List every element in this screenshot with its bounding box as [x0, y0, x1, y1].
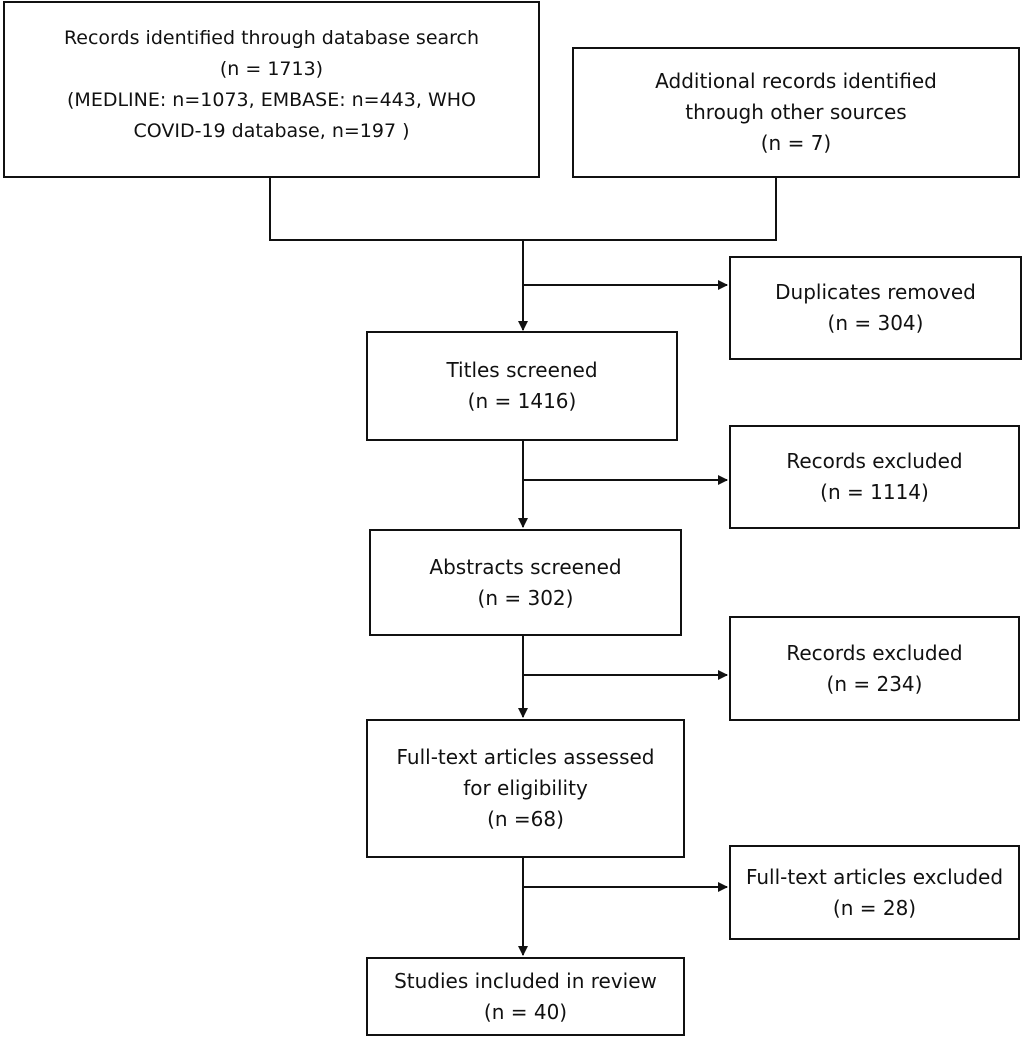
records-excluded-1-count: (n = 1114): [820, 480, 929, 504]
abstracts-screened-title: Abstracts screened: [429, 554, 622, 579]
titles-screened-title: Titles screened: [446, 358, 598, 382]
fulltext-excluded-count: (n = 28): [832, 895, 917, 920]
records-identified-breakdown-2: COVID-19 database, n=197 ): [133, 120, 410, 142]
records-excluded-1-title: Records excluded: [786, 449, 963, 473]
additional-records-subtitle: through other sources: [685, 100, 907, 124]
duplicates-removed-box: Duplicates removed (n = 304): [729, 256, 1022, 360]
records-excluded-2-title: Records excluded: [786, 640, 963, 665]
studies-included-count: (n = 40): [483, 999, 568, 1024]
records-identified-box: Records identified through database sear…: [3, 1, 540, 178]
records-identified-count: (n = 1713): [219, 58, 324, 80]
titles-screened-count: (n = 1416): [467, 389, 577, 413]
abstracts-screened-box: Abstracts screened (n = 302): [369, 529, 682, 636]
records-excluded-2-count: (n = 234): [826, 671, 923, 696]
records-excluded-1-box: Records excluded (n = 1114): [729, 425, 1020, 529]
additional-records-count: (n = 7): [760, 131, 832, 155]
records-identified-title: Records identified through database sear…: [63, 27, 480, 49]
records-identified-breakdown-1: (MEDLINE: n=1073, EMBASE: n=443, WHO: [67, 89, 476, 111]
studies-included-title: Studies included in review: [394, 968, 657, 993]
additional-records-title: Additional records identified: [655, 69, 937, 93]
duplicates-removed-title: Duplicates removed: [775, 280, 976, 304]
fulltext-excluded-title: Full-text articles excluded: [745, 864, 1004, 889]
fulltext-assessed-title: Full-text articles assessed: [396, 745, 655, 769]
fulltext-assessed-count: (n =68): [487, 807, 564, 831]
fulltext-assessed-subtitle: for eligibility: [463, 776, 588, 800]
titles-screened-box: Titles screened (n = 1416): [366, 331, 678, 441]
fulltext-excluded-box: Full-text articles excluded (n = 28): [729, 845, 1020, 940]
abstracts-screened-count: (n = 302): [477, 585, 574, 610]
duplicates-removed-count: (n = 304): [827, 311, 924, 335]
fulltext-assessed-box: Full-text articles assessed for eligibil…: [366, 719, 685, 858]
additional-records-box: Additional records identified through ot…: [572, 47, 1020, 178]
studies-included-box: Studies included in review (n = 40): [366, 957, 685, 1036]
records-excluded-2-box: Records excluded (n = 234): [729, 616, 1020, 721]
